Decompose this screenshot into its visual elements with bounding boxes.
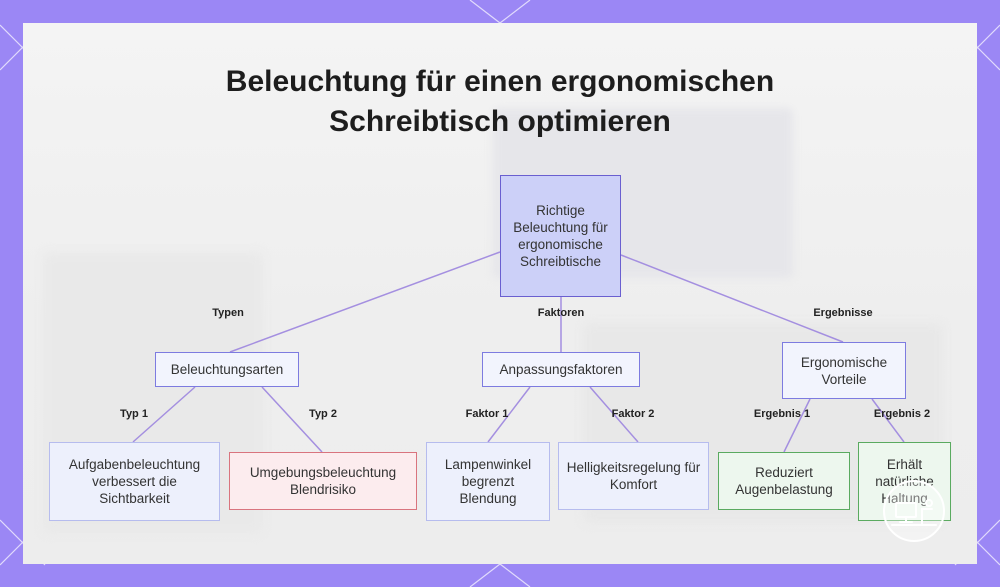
edge-label-result-1: Ergebnis 1	[754, 408, 810, 420]
connector-root-types	[230, 252, 500, 352]
node-adjustment-factors-label: Anpassungsfaktoren	[499, 361, 622, 378]
node-reduce-eye-strain-label: Reduziert Augenbelastung	[725, 464, 843, 498]
connector-results-posture	[872, 399, 904, 442]
node-ergonomic-benefits-label: Ergonomische Vorteile	[789, 354, 899, 388]
node-lamp-angle-label: Lampenwinkel begrenzt Blendung	[433, 456, 543, 507]
edge-label-results: Ergebnisse	[813, 307, 872, 319]
node-brightness-control: Helligkeitsregelung für Komfort	[558, 442, 709, 510]
edge-label-factor-2: Faktor 2	[612, 408, 655, 420]
node-lighting-types: Beleuchtungsarten	[155, 352, 299, 387]
root-node: Richtige Beleuchtung für ergonomische Sc…	[500, 175, 621, 297]
node-brightness-control-label: Helligkeitsregelung für Komfort	[565, 459, 702, 493]
node-reduce-eye-strain: Reduziert Augenbelastung	[718, 452, 850, 510]
connector-results-eyes	[784, 399, 810, 452]
edge-label-types: Typen	[212, 307, 244, 319]
node-task-lighting: Aufgabenbeleuchtung verbessert die Sicht…	[49, 442, 220, 521]
desk-logo-icon	[882, 479, 946, 543]
connector-root-results	[621, 255, 843, 342]
edge-label-result-2: Ergebnis 2	[874, 408, 930, 420]
edge-label-type-2: Typ 2	[309, 408, 337, 420]
edge-label-type-1: Typ 1	[120, 408, 148, 420]
node-ambient-lighting: Umgebungsbeleuchtung Blendrisiko	[229, 452, 417, 510]
node-lighting-types-label: Beleuchtungsarten	[171, 361, 284, 378]
node-task-lighting-label: Aufgabenbeleuchtung verbessert die Sicht…	[56, 456, 213, 507]
edge-label-factors: Faktoren	[538, 307, 584, 319]
node-lamp-angle: Lampenwinkel begrenzt Blendung	[426, 442, 550, 521]
root-node-label: Richtige Beleuchtung für ergonomische Sc…	[507, 202, 614, 270]
edge-label-factor-1: Faktor 1	[466, 408, 509, 420]
node-ergonomic-benefits: Ergonomische Vorteile	[782, 342, 906, 399]
node-adjustment-factors: Anpassungsfaktoren	[482, 352, 640, 387]
node-ambient-lighting-label: Umgebungsbeleuchtung Blendrisiko	[236, 464, 410, 498]
